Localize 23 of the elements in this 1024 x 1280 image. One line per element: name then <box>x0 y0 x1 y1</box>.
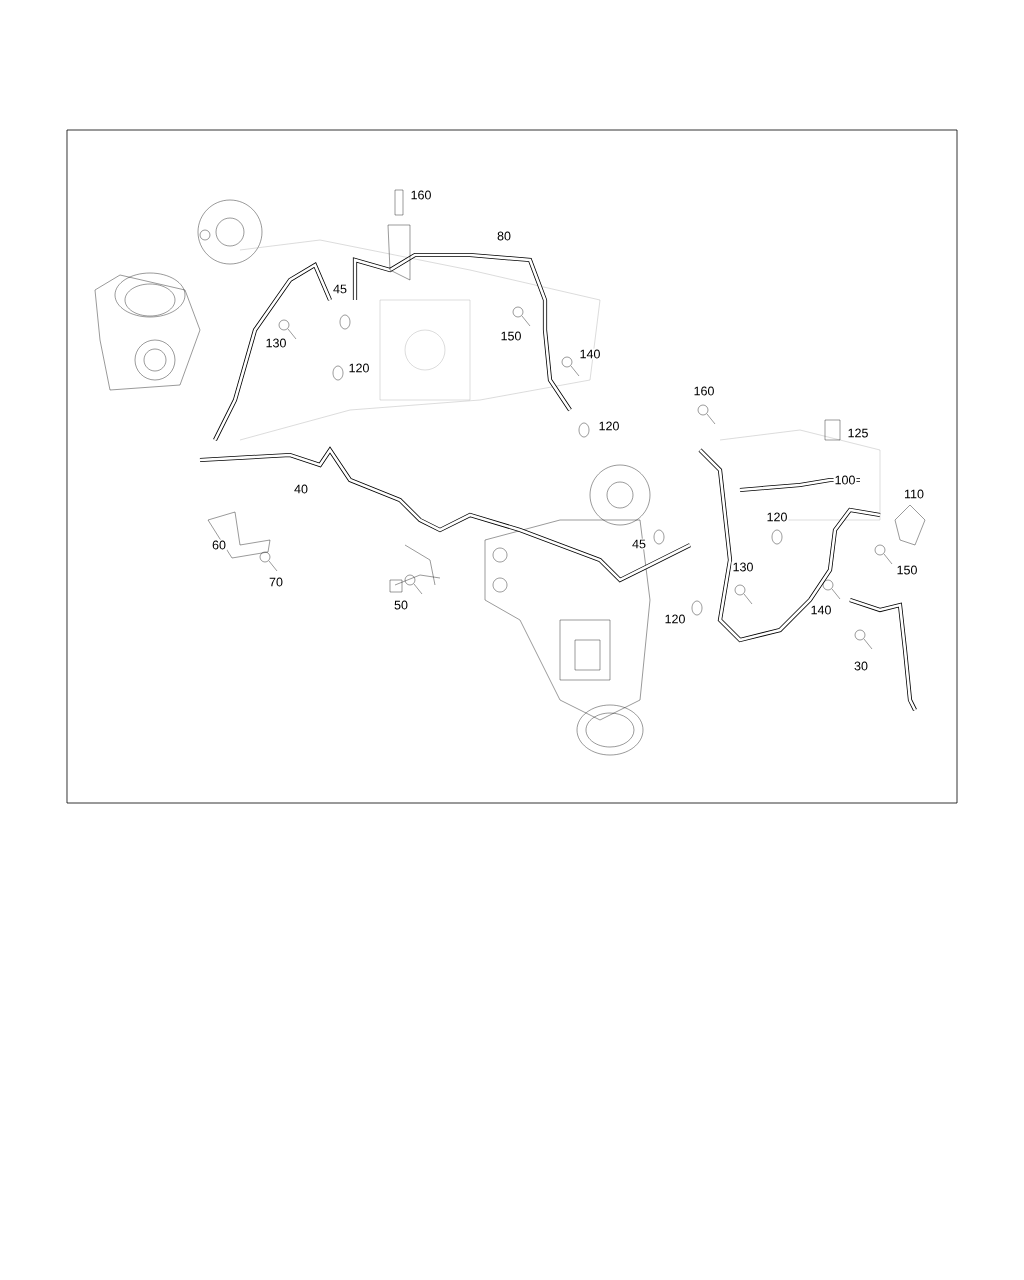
callout-number: 120 <box>597 420 621 432</box>
callout-number: 160 <box>692 385 716 397</box>
callout-number: 40 <box>293 483 309 495</box>
callout-number: 100 <box>833 474 857 486</box>
callout-number: 120 <box>347 362 371 374</box>
callout-number: 140 <box>578 348 602 360</box>
callout-number: 150 <box>499 330 523 342</box>
callout-number: 70 <box>268 576 284 588</box>
callout-number: 150 <box>895 564 919 576</box>
callout-number: 50 <box>393 599 409 611</box>
callout-number: 140 <box>809 604 833 616</box>
callout-number: 125 <box>846 427 870 439</box>
callout-number: 45 <box>631 538 647 550</box>
callout-number: 45 <box>332 283 348 295</box>
callout-number: 130 <box>264 337 288 349</box>
callout-number: 110 <box>903 488 925 500</box>
callout-number: 30 <box>853 660 869 672</box>
callout-number: 120 <box>765 511 789 523</box>
callout-number: 80 <box>496 230 512 242</box>
callout-number: 130 <box>731 561 755 573</box>
callout-number: 120 <box>663 613 687 625</box>
callout-number: 160 <box>409 189 433 201</box>
callout-number: 60 <box>211 539 227 551</box>
